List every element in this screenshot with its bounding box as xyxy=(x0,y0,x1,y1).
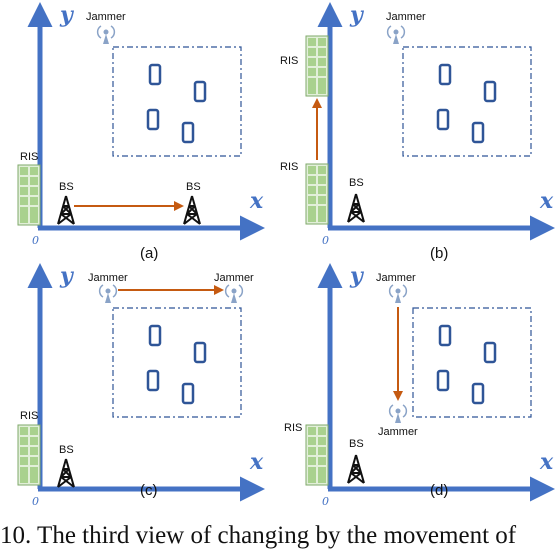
ris-icon xyxy=(305,35,329,97)
phone-icon xyxy=(181,382,195,405)
y-axis-label: y xyxy=(349,2,365,28)
jammer-label: Jammer xyxy=(86,11,126,23)
bs-tower-icon xyxy=(347,454,365,484)
user-area xyxy=(112,46,242,157)
phone-icon xyxy=(483,80,497,103)
jammer-label: Jammer xyxy=(386,11,426,23)
y-axis-label: y xyxy=(349,263,365,289)
ris-end-label: RIS xyxy=(280,55,298,67)
phone-icon xyxy=(146,369,160,392)
bs-label: BS xyxy=(59,444,74,456)
bs-tower-icon xyxy=(57,458,75,488)
user-area xyxy=(412,307,532,418)
bs-tower-icon xyxy=(57,195,75,225)
jammer-icon xyxy=(386,25,406,44)
phone-icon xyxy=(436,369,450,392)
phone-icon xyxy=(471,121,485,144)
phone-icon xyxy=(193,341,207,364)
jammer-label: Jammer xyxy=(376,272,416,284)
panel-caption: (b) xyxy=(430,245,448,262)
origin-label: 0 xyxy=(32,495,39,508)
origin-label: 0 xyxy=(322,495,329,508)
ris-icon xyxy=(17,164,41,226)
ris-label: RIS xyxy=(280,161,298,173)
ris-label: RIS xyxy=(20,410,38,422)
jammer-label: Jammer xyxy=(88,272,128,284)
panel-c: y x 0 Jammer Jammer RIS xyxy=(17,263,265,508)
ris-icon xyxy=(305,163,329,225)
y-axis-label: y xyxy=(59,263,75,289)
panel-caption: (d) xyxy=(430,482,448,499)
phone-icon xyxy=(438,324,452,347)
figure-caption: 10. The third view of changing by the mo… xyxy=(0,522,517,549)
bs-label: BS xyxy=(349,438,364,450)
jammer-end-label: Jammer xyxy=(378,426,418,438)
figure: y x 0 Jammer RIS BS BS xyxy=(17,2,555,508)
bs-end-label: BS xyxy=(186,181,201,193)
user-area xyxy=(112,307,242,418)
y-axis-label: y xyxy=(59,2,75,28)
x-axis-label: x xyxy=(539,449,554,475)
jammer-end-label: Jammer xyxy=(214,272,254,284)
panel-caption: (c) xyxy=(140,482,158,499)
user-area xyxy=(402,46,532,157)
jammer-icon xyxy=(224,284,244,303)
jammer-icon xyxy=(98,284,118,303)
jammer-icon xyxy=(388,284,408,303)
bs-label: BS xyxy=(349,177,364,189)
ris-label: RIS xyxy=(20,151,38,163)
phone-icon xyxy=(436,108,450,131)
bs-tower-icon xyxy=(183,195,201,225)
ris-icon xyxy=(305,424,329,486)
phone-icon xyxy=(483,341,497,364)
phone-icon xyxy=(471,382,485,405)
origin-label: 0 xyxy=(32,234,39,247)
panel-d: y x 0 Jammer Jammer RIS xyxy=(284,263,555,508)
x-axis-label: x xyxy=(539,188,554,214)
bs-label: BS xyxy=(59,181,74,193)
phone-icon xyxy=(438,63,452,86)
x-axis-label: x xyxy=(249,449,264,475)
phone-icon xyxy=(148,63,162,86)
phone-icon xyxy=(146,108,160,131)
ris-icon xyxy=(17,424,41,486)
panel-caption: (a) xyxy=(140,245,158,262)
ris-label: RIS xyxy=(284,422,302,434)
x-axis-label: x xyxy=(249,188,264,214)
phone-icon xyxy=(181,121,195,144)
panel-b: y x 0 Jammer RIS RIS xyxy=(280,2,555,262)
phone-icon xyxy=(148,324,162,347)
bs-tower-icon xyxy=(347,193,365,223)
jammer-icon xyxy=(388,404,408,423)
panel-a: y x 0 Jammer RIS BS BS xyxy=(17,2,265,262)
jammer-icon xyxy=(96,25,116,44)
origin-label: 0 xyxy=(322,234,329,247)
phone-icon xyxy=(193,80,207,103)
